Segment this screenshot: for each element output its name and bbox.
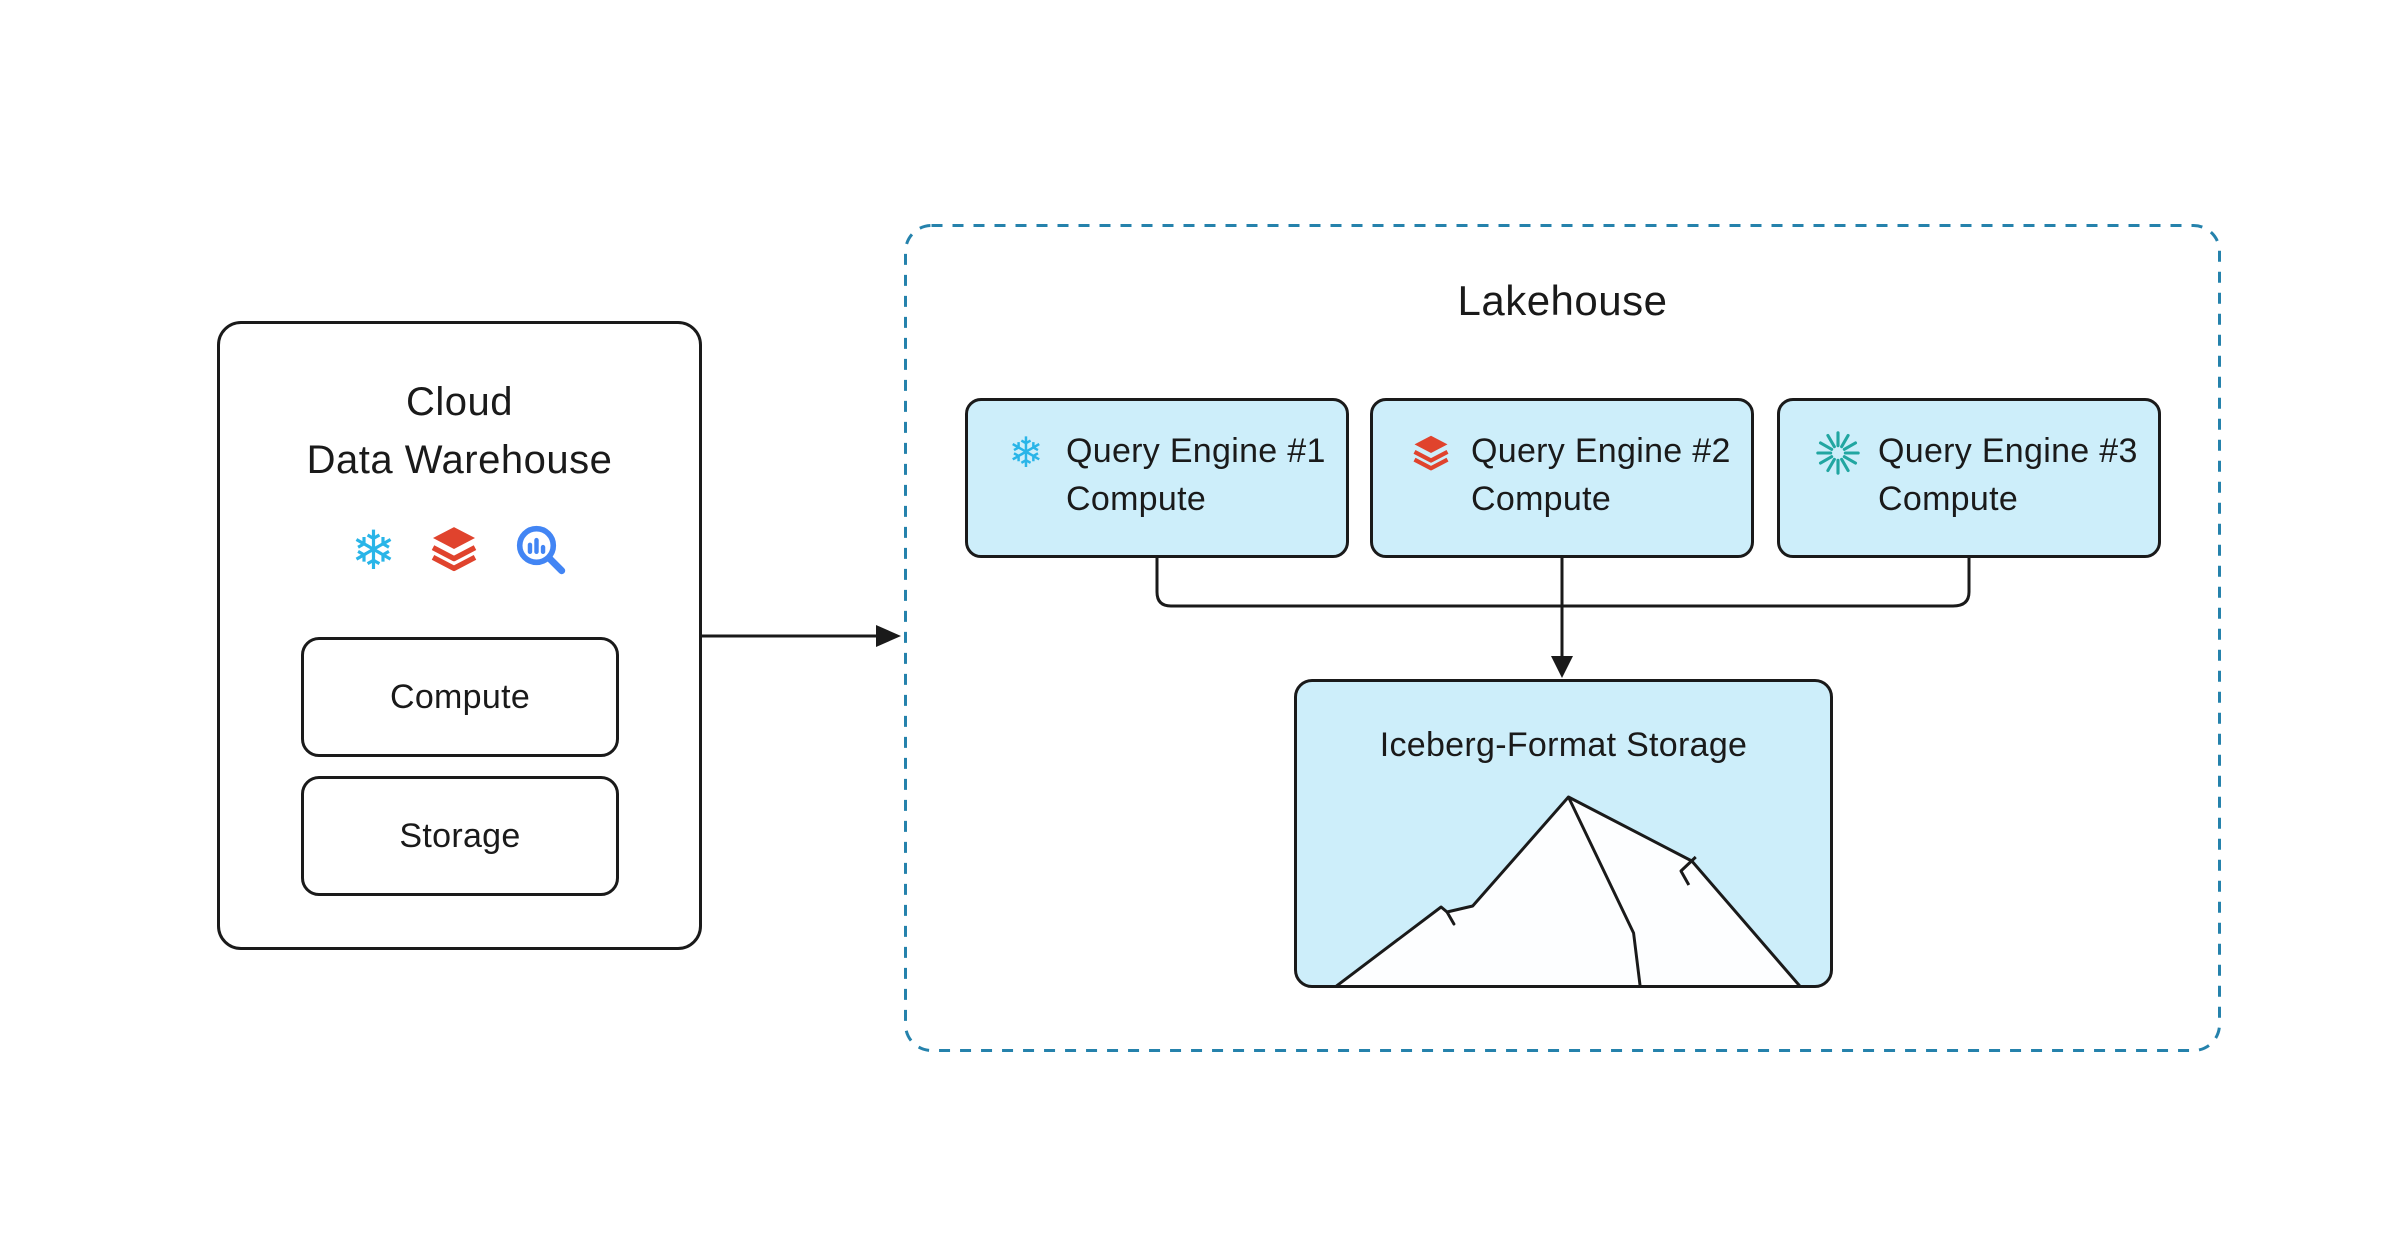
databricks-icon — [426, 521, 482, 582]
warehouse-vendor-icons: ❄ — [220, 519, 699, 583]
snowflake-icon: ❄ — [1008, 429, 1044, 476]
query-engine-3-box: Query Engine #3 Compute — [1777, 398, 2161, 558]
databricks-icon — [1407, 429, 1455, 477]
query-engine-2-label: Query Engine #2 Compute — [1471, 432, 1731, 518]
query-engine-2-box: Query Engine #2 Compute — [1370, 398, 1754, 558]
warehouse-storage-box: Storage — [301, 776, 619, 896]
warehouse-to-lakehouse-arrow — [702, 625, 901, 647]
bigquery-icon — [512, 521, 568, 582]
iceberg-storage-label: Iceberg-Format Storage — [1379, 726, 1748, 764]
warehouse-compute-box: Compute — [301, 637, 619, 757]
warehouse-title: Cloud Data Warehouse — [220, 373, 699, 489]
cloud-data-warehouse-box: Cloud Data Warehouse ❄ — [217, 321, 702, 950]
warehouse-storage-label: Storage — [399, 816, 521, 855]
lakehouse-container: Lakehouse ❄ Query Engine #1 Compute Quer… — [904, 224, 2221, 1052]
query-engine-1-box: ❄ Query Engine #1 Compute — [965, 398, 1349, 558]
warehouse-title-line1: Cloud — [405, 380, 513, 424]
snowflake-icon: ❄ — [350, 521, 397, 581]
query-engine-3-label: Query Engine #3 Compute — [1878, 432, 2138, 518]
starburst-icon — [1814, 429, 1862, 477]
iceberg-storage-box: Iceberg-Format Storage — [1294, 679, 1833, 988]
warehouse-title-line2: Data Warehouse — [306, 438, 613, 482]
warehouse-compute-label: Compute — [389, 677, 531, 716]
lakehouse-title: Lakehouse — [1457, 277, 1668, 324]
iceberg-icon — [1335, 795, 1801, 985]
query-engine-1-label: Query Engine #1 Compute — [1066, 432, 1326, 518]
